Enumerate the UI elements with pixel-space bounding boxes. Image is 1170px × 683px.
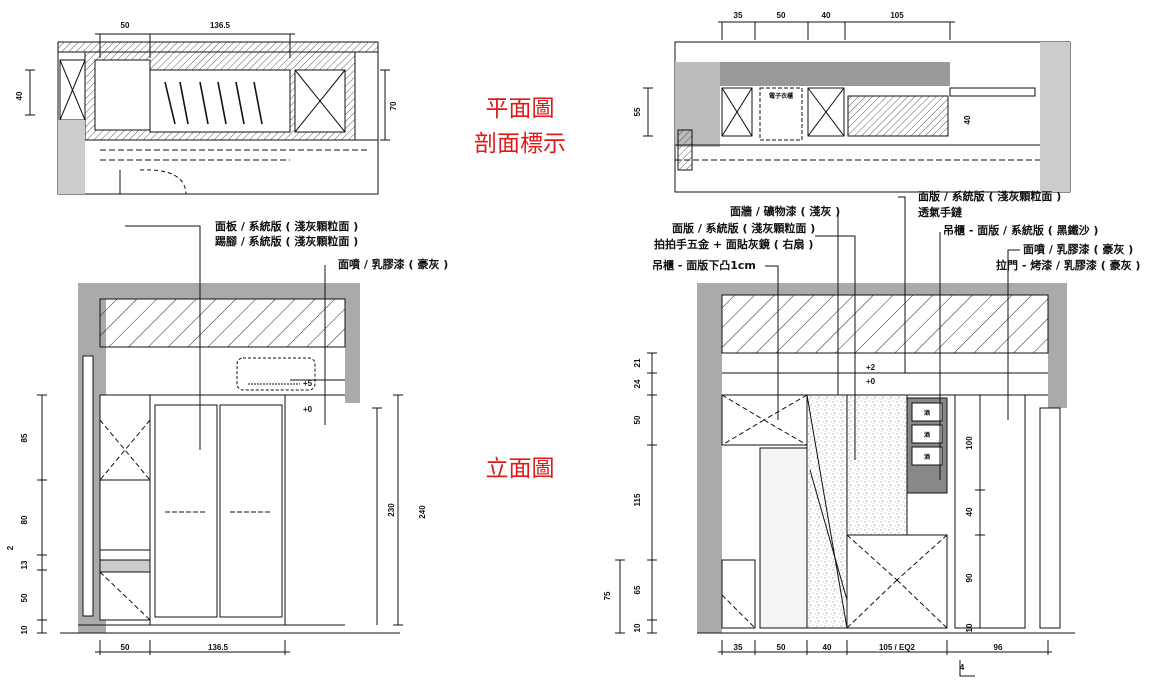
right-plan-top-dim-3: 40: [822, 11, 831, 20]
left-vdim-50: 50: [20, 593, 29, 602]
right-plan-top-dim-2: 50: [777, 11, 786, 20]
plan-title: 平面圖: [486, 96, 555, 122]
left-level-plus5: +5: [303, 379, 313, 388]
right-bottom-dim-3: 40: [823, 643, 832, 652]
right-note-sliding-door: 拉門 - 烤漆 / 乳膠漆 ( 豪灰 ): [996, 258, 1140, 272]
right-note-panel-1: 面版 / 系統版 ( 淺灰顆粒面 ): [672, 221, 815, 235]
left-elevation: [37, 225, 403, 655]
right-drawer-labels: 酒 酒 酒: [924, 409, 930, 461]
left-level-plus0: +0: [303, 405, 313, 414]
section-title: 剖面標示: [474, 131, 566, 157]
right-note-black-iron: 吊櫃 - 面版 / 系統版 ( 黑鐵沙 ): [943, 223, 1098, 237]
left-note-wall-paint: 面噴 / 乳膠漆 ( 豪灰 ): [338, 257, 448, 271]
left-bottom-dim-2: 136.5: [208, 643, 229, 652]
left-vdim-10: 10: [20, 625, 29, 634]
right-inner-dim-100: 100: [965, 436, 974, 450]
right-vdim-10: 10: [633, 623, 642, 632]
right-inner-dim-40: 40: [965, 507, 974, 516]
right-vdim-75: 75: [603, 591, 612, 600]
right-plan-top-dim-1: 35: [734, 11, 743, 20]
left-plan: [25, 33, 390, 195]
right-vdim-65: 65: [633, 585, 642, 594]
right-bottom-dim-2: 50: [777, 643, 786, 652]
drawer-label-3: 酒: [924, 453, 930, 461]
elevation-title: 立面圖: [486, 456, 555, 482]
left-vdim-80: 80: [20, 515, 29, 524]
right-note-push-hardware: 拍拍手五金 + 面貼灰鏡 ( 右扇 ): [654, 237, 813, 251]
left-vdim-13: 13: [20, 560, 29, 569]
right-level-plus2: +2: [866, 363, 876, 372]
right-note-wall-paint: 面噴 / 乳膠漆 ( 豪灰 ): [1023, 242, 1133, 256]
left-bottom-dim-1: 50: [121, 643, 130, 652]
left-note-panel: 面板 / 系統版 ( 淺灰顆粒面 ): [215, 219, 358, 233]
right-vdim-115: 115: [633, 493, 642, 506]
drawer-label-2: 酒: [924, 431, 930, 439]
right-inner-dim-10: 10: [965, 623, 974, 632]
right-bottom-dim-1: 35: [734, 643, 743, 652]
right-plan-side-dim-1: 55: [633, 107, 642, 116]
left-height-240: 240: [418, 505, 427, 519]
right-vdim-24: 24: [633, 379, 642, 388]
left-plan-top-dim-1: 50: [121, 21, 130, 30]
right-bottom-dim-4: 105 / EQ2: [879, 643, 916, 652]
left-vdim-2: 2: [6, 545, 15, 550]
right-plan-top-dim-4: 105: [890, 11, 904, 20]
right-note-mineral-paint: 面牆 / 礦物漆 ( 淺灰 ): [730, 204, 840, 218]
left-plan-side-dim-2: 70: [389, 101, 398, 110]
right-plan-side-dim-2: 40: [963, 115, 972, 124]
right-vdim-50: 50: [633, 415, 642, 424]
right-note-panel-2: 面版 / 系統版 ( 淺灰顆粒面 ): [918, 189, 1061, 203]
right-plan: [643, 21, 1071, 193]
right-note-hanging-cabinet: 吊櫃 - 面版下凸1cm: [652, 258, 756, 272]
right-level-plus0: +0: [866, 377, 876, 386]
left-plan-side-dim-1: 40: [15, 91, 24, 100]
drawer-label-1: 酒: [924, 409, 930, 417]
left-note-kickboard: 踢腳 / 系統版 ( 淺灰顆粒面 ): [215, 234, 358, 248]
right-note-vent-handle: 透氣手鏈: [918, 205, 962, 219]
left-height-230: 230: [387, 503, 396, 517]
right-footnote-dim: 4: [960, 663, 965, 672]
left-vdim-85: 85: [20, 433, 29, 442]
right-inner-dim-90: 90: [965, 573, 974, 582]
right-bottom-dim-5: 96: [994, 643, 1003, 652]
right-elevation: [615, 196, 1075, 677]
left-plan-top-dim-2: 136.5: [210, 21, 231, 30]
right-vdim-21: 21: [633, 358, 642, 367]
right-plan-appliance-label: 電子衣櫃: [769, 92, 793, 100]
